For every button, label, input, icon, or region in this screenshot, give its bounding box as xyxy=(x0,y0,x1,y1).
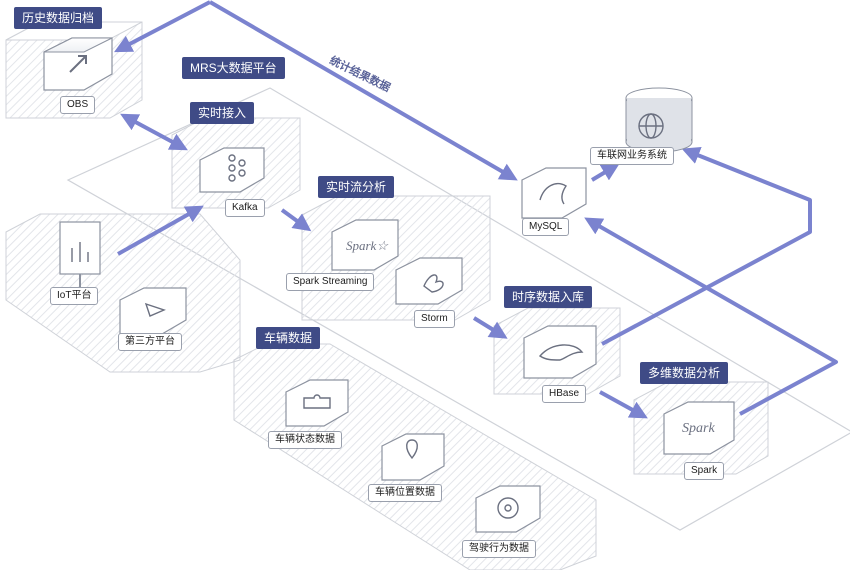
storm-hbase-arrow xyxy=(472,316,508,339)
hbase-spark-arrow xyxy=(599,390,648,419)
group-tag-ts-storage: 时序数据入库 xyxy=(504,286,593,308)
group-tag-history: 历史数据归档 xyxy=(14,7,103,29)
iov-cylinder xyxy=(625,87,693,153)
node-label-mysql: MySQL xyxy=(522,218,570,236)
navigation-arrow-icon xyxy=(144,302,166,317)
spark-box xyxy=(663,401,735,455)
group-tag-multi-analysis: 多维数据分析 xyxy=(640,362,729,384)
spark-mysql-arrow xyxy=(584,217,838,416)
steering-wheel-icon xyxy=(497,497,519,519)
node-label-driving-behavior: 驾驶行为数据 xyxy=(462,540,536,558)
vehicle-status-box xyxy=(285,379,349,427)
globe-icon xyxy=(638,113,664,139)
node-label-third-party: 第三方平台 xyxy=(118,333,182,351)
storm-box xyxy=(395,257,463,305)
node-label-spark-streaming: Spark Streaming xyxy=(286,273,375,291)
driving-behavior-box xyxy=(475,485,541,533)
spark-logo-icon: Spark xyxy=(682,421,715,436)
kafka-icon xyxy=(228,154,246,182)
hbase-orca-icon xyxy=(538,344,584,361)
spark-logo-icon: Spark☆ xyxy=(346,238,389,253)
monitor-icon xyxy=(71,242,89,262)
group-tag-vehicle-data: 车辆数据 xyxy=(256,327,321,349)
node-label-kafka: Kafka xyxy=(225,199,265,217)
mysql-box xyxy=(521,167,587,219)
iot-kafka-arrow xyxy=(117,205,204,256)
node-label-vehicle-status: 车辆状态数据 xyxy=(268,431,342,449)
group-tag-realtime-ingest: 实时接入 xyxy=(190,102,255,124)
stats-result-arrow xyxy=(114,0,211,53)
stats-result-main-line xyxy=(208,0,518,181)
spark-streaming-box xyxy=(331,219,399,271)
upload-arrow-icon xyxy=(69,55,87,73)
mysql-dolphin-icon xyxy=(539,182,567,205)
obs-kafka-arrow xyxy=(120,113,188,151)
node-label-iot: IoT平台 xyxy=(50,287,99,305)
location-pin-icon xyxy=(406,439,418,460)
node-label-hbase: HBase xyxy=(542,385,587,403)
kafka-box xyxy=(199,147,265,193)
mysql-iov-arrow xyxy=(590,163,620,182)
puzzle-icon xyxy=(303,394,331,409)
kafka-stream-arrow xyxy=(280,208,312,232)
storm-icon xyxy=(423,274,444,293)
node-label-iov: 车联网业务系统 xyxy=(590,147,674,165)
node-label-spark: Spark xyxy=(684,462,725,480)
node-label-obs: OBS xyxy=(60,96,96,114)
node-label-vehicle-location: 车辆位置数据 xyxy=(368,484,442,502)
group-tag-stream-analysis: 实时流分析 xyxy=(318,176,395,198)
hbase-box xyxy=(523,325,597,379)
node-label-storm: Storm xyxy=(414,310,455,328)
group-tag-mrs: MRS大数据平台 xyxy=(182,57,285,79)
